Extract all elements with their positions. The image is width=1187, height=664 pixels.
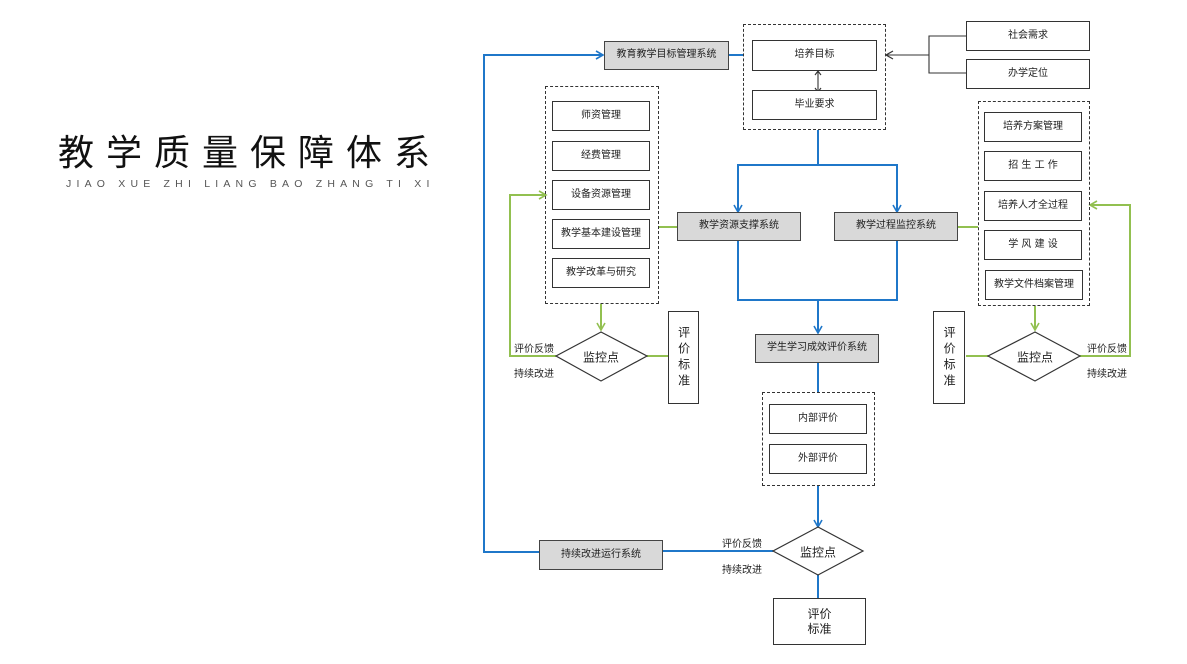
process-item[interactable]: 培养方案管理 (984, 112, 1082, 142)
student-evaluation-system[interactable]: 学生学习成效评价系统 (755, 334, 879, 363)
process-item-label: 教学文件档案管理 (994, 278, 1074, 290)
process-standard-label: 评价标准 (942, 325, 957, 390)
goal-management-system[interactable]: 教育教学目标管理系统 (604, 41, 729, 70)
evaluation-item-label: 内部评价 (798, 412, 838, 424)
resource-standard[interactable]: 评价标准 (668, 311, 699, 404)
evaluation-item-internal[interactable]: 内部评价 (769, 404, 867, 434)
input-school-positioning[interactable]: 办学定位 (966, 59, 1090, 89)
resource-item-label: 设备资源管理 (571, 188, 631, 200)
process-item[interactable]: 学 风 建 设 (984, 230, 1082, 260)
evaluation-items-group (762, 392, 875, 486)
resource-item[interactable]: 设备资源管理 (552, 180, 650, 210)
goal-training-objective[interactable]: 培养目标 (752, 40, 877, 71)
continuous-improvement-system[interactable]: 持续改进运行系统 (539, 540, 663, 570)
process-feedback-label: 评价反馈 (1087, 344, 1127, 355)
process-standard[interactable]: 评价标准 (933, 311, 965, 404)
goal-graduation-requirement-label: 毕业要求 (794, 98, 835, 110)
eval-standard-line2: 标准 (807, 621, 832, 636)
page-title: 教学质量保障体系 (58, 133, 443, 174)
resource-item[interactable]: 师资管理 (552, 101, 650, 131)
goal-training-objective-label: 培养目标 (794, 49, 835, 61)
evaluation-item-external[interactable]: 外部评价 (769, 444, 867, 474)
process-item-label: 招 生 工 作 (1008, 159, 1058, 171)
process-item-label: 培养人才全过程 (998, 199, 1068, 211)
resource-item[interactable]: 经费管理 (552, 141, 650, 171)
goal-group (743, 24, 886, 130)
goal-management-system-label: 教育教学目标管理系统 (616, 49, 717, 61)
process-items-group (978, 101, 1090, 306)
resource-item[interactable]: 教学改革与研究 (552, 258, 650, 288)
resource-improve-label: 持续改进 (514, 369, 554, 380)
resource-item[interactable]: 教学基本建设管理 (552, 219, 650, 249)
resource-feedback-label: 评价反馈 (514, 344, 554, 355)
resource-support-system[interactable]: 教学资源支撑系统 (677, 212, 801, 241)
process-item[interactable]: 招 生 工 作 (984, 151, 1082, 181)
process-improve-label: 持续改进 (1087, 369, 1127, 380)
eval-improve-label: 持续改进 (722, 565, 762, 576)
flow-split (737, 164, 898, 212)
process-checkpoint-shape (986, 331, 1082, 382)
resource-item-label: 经费管理 (581, 149, 621, 161)
process-monitoring-system[interactable]: 教学过程监控系统 (834, 212, 958, 241)
eval-feedback-label: 评价反馈 (722, 539, 762, 550)
input-social-demand[interactable]: 社会需求 (966, 21, 1090, 51)
resource-standard-label: 评价标准 (676, 325, 691, 390)
eval-standard-line1: 评价 (807, 606, 832, 621)
evaluation-item-label: 外部评价 (798, 452, 838, 464)
student-evaluation-system-label: 学生学习成效评价系统 (767, 342, 867, 354)
resource-item-label: 教学基本建设管理 (561, 227, 641, 239)
process-feedback (1080, 200, 1131, 357)
input-school-positioning-label: 办学定位 (1008, 67, 1048, 79)
page-subtitle: JIAO XUE ZHI LIANG BAO ZHANG TI XI (66, 178, 435, 190)
inputs-bracket (928, 35, 966, 74)
process-item-label: 培养方案管理 (1003, 120, 1063, 132)
eval-checkpoint-shape (771, 526, 865, 576)
flow-merge (737, 241, 898, 301)
resource-items-group (545, 86, 659, 304)
resource-checkpoint-shape (554, 331, 649, 382)
flow-loop-back (483, 50, 605, 553)
eval-checkpoint-label: 监控点 (799, 545, 837, 560)
process-item-label: 学 风 建 设 (1008, 238, 1058, 250)
resource-checkpoint-label: 监控点 (582, 350, 620, 365)
resource-item-label: 教学改革与研究 (566, 266, 636, 278)
process-item[interactable]: 培养人才全过程 (984, 191, 1082, 221)
resource-item-label: 师资管理 (581, 109, 621, 121)
resource-feedback (509, 190, 556, 357)
eval-standard[interactable]: 评价 标准 (773, 598, 866, 645)
process-monitoring-system-label: 教学过程监控系统 (856, 220, 936, 232)
process-checkpoint-label: 监控点 (1016, 350, 1054, 365)
input-social-demand-label: 社会需求 (1008, 29, 1048, 41)
resource-support-system-label: 教学资源支撑系统 (699, 220, 779, 232)
goal-graduation-requirement[interactable]: 毕业要求 (752, 90, 877, 120)
process-item[interactable]: 教学文件档案管理 (985, 270, 1083, 300)
continuous-improvement-system-label: 持续改进运行系统 (561, 548, 641, 560)
